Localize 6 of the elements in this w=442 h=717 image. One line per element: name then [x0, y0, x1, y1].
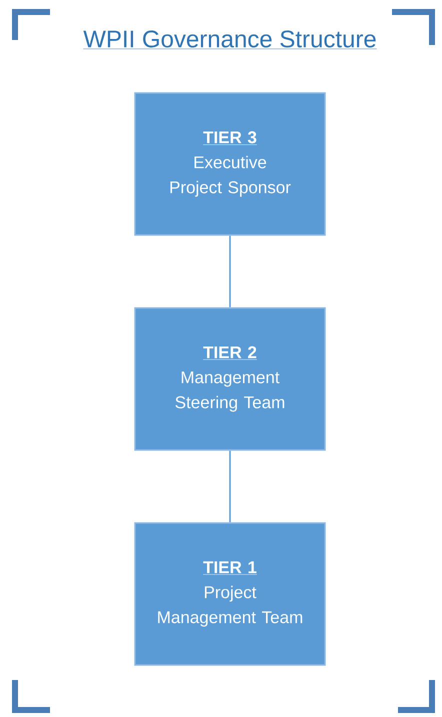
title: WPII Governance Structure — [83, 30, 377, 50]
tier-box: TIER 2 Management Steering Team — [134, 307, 326, 451]
tier-box: TIER 3 Executive Project Sponsor — [134, 92, 326, 236]
connector-line — [229, 450, 231, 522]
tier-box: TIER 1 Project Management Team — [134, 522, 326, 666]
connector-line — [229, 236, 231, 308]
